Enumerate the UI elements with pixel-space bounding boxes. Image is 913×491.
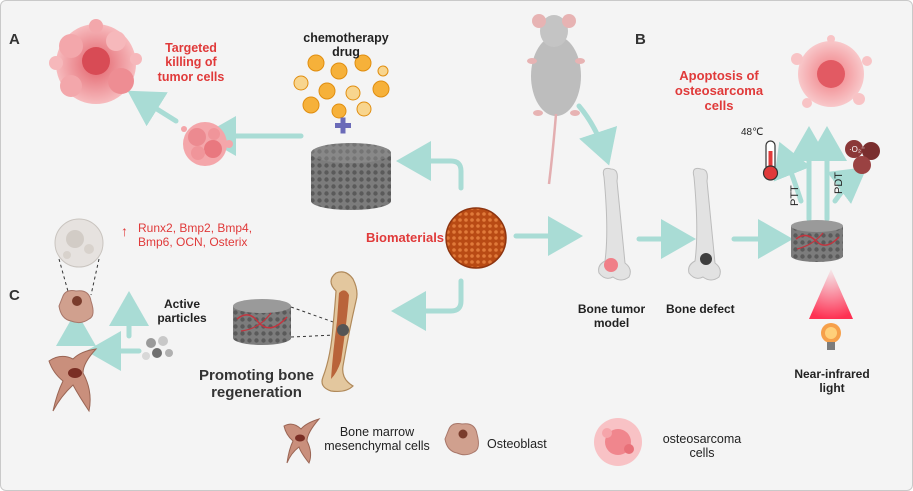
arrow-to-femur [391,278,464,331]
nir-beam [809,269,853,319]
zoomed-cell-nucleus [54,218,104,268]
biomaterial-sphere [445,207,507,269]
light-bulb-icon [821,323,841,350]
legend-osteoblast-icon [444,423,479,456]
implant-scaffold [791,220,843,262]
legend-osteosarcoma-icon [594,418,642,466]
bmsc-cell [48,348,98,413]
active-particles-icon [142,336,173,360]
promoting-bone-label: Promoting bone regeneration [199,367,314,402]
gene-markers-label: Runx2, Bmp2, Bmp4, Bmp6, OCN, Osterix [138,221,253,249]
panel-label-c: C [9,287,20,304]
apoptosis-cell [791,35,872,108]
near-infrared-label: Near-infrared light [794,367,870,395]
temperature-label: 48℃ [741,127,764,138]
ptt-label: PTT [789,185,801,206]
chemotherapy-drug-particles [293,54,390,119]
panel-label-a: A [9,31,20,48]
thermometer-icon [762,140,779,181]
femur-with-marrow [321,271,358,393]
bone-tumor-femur [598,167,631,281]
zoom-lines-femur [290,306,337,338]
panel-label-b: B [635,31,646,48]
active-particles-label: Active particles [157,297,207,325]
bone-defect-femur [688,167,721,281]
legend-bmsc-icon [283,418,321,464]
mouse-illustration [527,14,585,185]
legend-osteosarcoma-label: osteosarcoma cells [662,432,742,461]
arrow-to-ros [826,166,867,205]
porous-scaffold-top [311,143,391,210]
bone-tumor-model-label: Bone tumor model [577,302,646,330]
bone-defect-label: Bone defect [666,302,735,316]
arrow-from-mouse [576,103,618,166]
plus-icon [335,117,351,134]
targeted-killing-label: Targeted killing of tumor cells [157,41,225,84]
killed-tumor-cells [49,19,142,104]
tumor-cell-cluster [181,122,233,166]
zoom-lines-c [58,258,100,296]
arrow-to-killed-cells [127,90,179,127]
flow-arrows [56,90,867,371]
chemotherapy-drug-label: chemotherapy drug [303,31,389,60]
legend-osteoblast-label: Osteoblast [487,437,547,451]
arrow-to-thermometer [773,141,811,204]
up-arrow-icon: ↑ [121,223,128,239]
legend-bmsc-label: Bone marrow mesenchymal cells [324,425,430,454]
osteoblast-cell [58,290,94,324]
pdt-label: PDT [833,172,845,194]
scaffold-with-vessels [233,299,291,345]
arrow-to-scaffold-top [396,141,464,191]
ros-label: ·O₂⁻ [849,145,866,154]
biomaterials-label: Biomaterials [366,230,445,245]
ros-molecules-icon [845,140,880,174]
apoptosis-label: Apoptosis of osteosarcoma cells [674,68,764,113]
